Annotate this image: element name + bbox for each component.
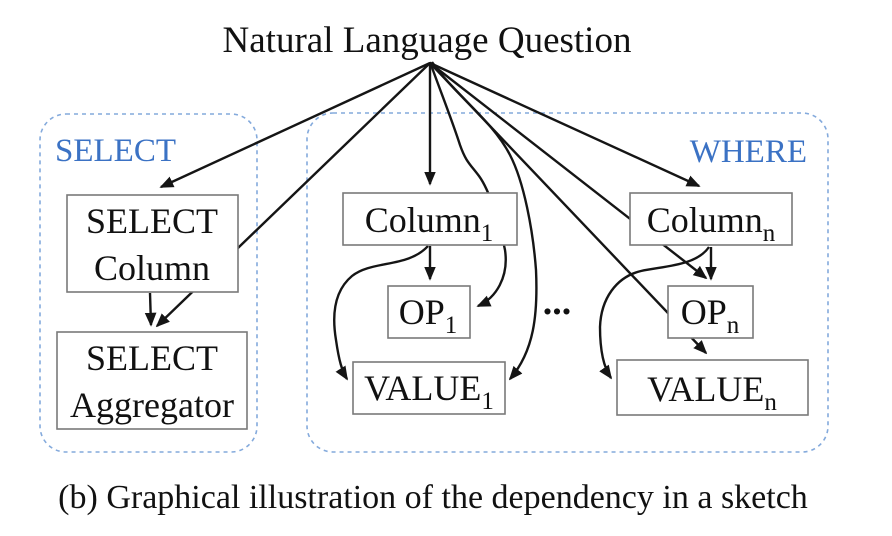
node-select-aggregator-line1: SELECT: [86, 338, 218, 378]
svg-text:VALUEn: VALUEn: [647, 369, 777, 416]
node-where-value-n: VALUEn: [616, 359, 809, 416]
svg-text:OPn: OPn: [681, 292, 740, 339]
select-group-container: [39, 113, 258, 453]
node-select-aggregator: SELECT Aggregator: [56, 331, 248, 430]
node-where-op-n: OPn: [667, 285, 754, 339]
node-select-aggregator-line2: Aggregator: [70, 385, 234, 425]
arrow-question-to-op1: [428, 61, 507, 308]
diagram-title: Natural Language Question: [223, 20, 632, 61]
svg-text:VALUE1: VALUE1: [364, 368, 494, 415]
ellipsis-more-conditions: ...: [543, 281, 572, 323]
node-where-value-1: VALUE1: [352, 361, 506, 415]
svg-text:Columnn: Columnn: [647, 200, 776, 247]
svg-text:Column1: Column1: [365, 200, 494, 247]
where-group-container: [306, 112, 829, 453]
arrow-select-column-to-aggregator: [144, 292, 157, 327]
arrow-question-to-columnN: [429, 61, 701, 188]
arrow-column1-to-value1: [333, 245, 429, 381]
node-where-column-1: Column1: [342, 192, 518, 247]
svg-text:OP1: OP1: [399, 292, 458, 339]
figure-caption: (b) Graphical illustration of the depend…: [58, 479, 808, 516]
node-select-column-line1: SELECT: [86, 201, 218, 241]
node-select-column: SELECT Column: [66, 194, 239, 293]
arrow-question-to-valueN: [429, 62, 708, 355]
node-where-column-n: Columnn: [629, 192, 793, 247]
node-select-column-line2: Column: [94, 248, 210, 288]
node-where-op-1: OP1: [387, 285, 471, 339]
where-group-label: WHERE: [690, 134, 807, 170]
arrow-question-to-select-column: [159, 61, 431, 189]
arrow-columnN-to-valueN: [598, 246, 710, 380]
select-group-label: SELECT: [55, 133, 176, 169]
